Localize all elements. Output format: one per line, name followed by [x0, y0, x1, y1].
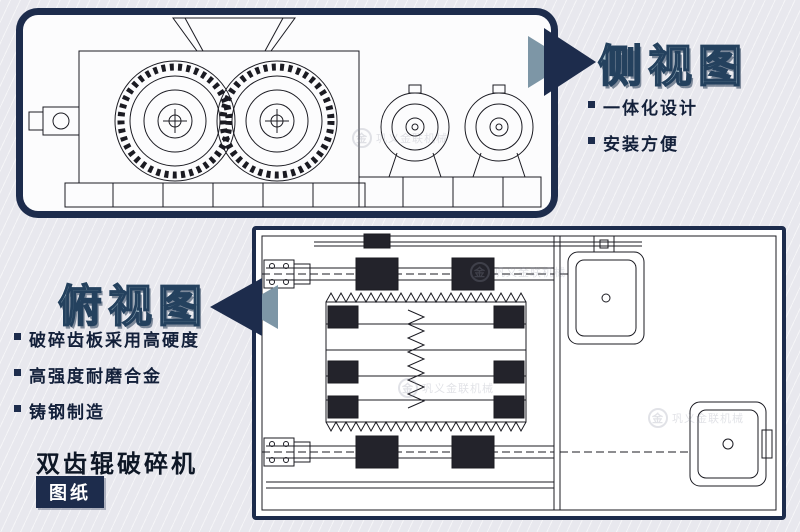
feature-text: 安装方便 [603, 135, 679, 154]
side-feature-2: 安装方便 [588, 130, 679, 155]
bullet-square-icon [14, 333, 21, 340]
watermark: 金 巩义金联机械 [352, 128, 448, 148]
top-feature-3: 铸钢制造 [14, 398, 105, 423]
side-view-title: 侧视图 [597, 41, 748, 92]
bullet-square-icon [14, 369, 21, 376]
bullet-square-icon [14, 405, 21, 412]
watermark-text: 巩义金联机械 [494, 267, 566, 279]
top-feature-1: 破碎齿板采用高硬度 [14, 326, 200, 351]
watermark: 金 巩义金联机械 [470, 262, 566, 282]
watermark-logo-icon: 金 [470, 262, 490, 282]
side-view-drawing [28, 17, 542, 208]
watermark-text: 巩义金联机械 [422, 383, 494, 395]
top-view-title: 俯视图 [57, 281, 208, 332]
feature-text: 铸钢制造 [29, 403, 105, 422]
watermark-text: 巩义金联机械 [376, 133, 448, 145]
side-feature-1: 一体化设计 [588, 94, 698, 119]
top-feature-2: 高强度耐磨合金 [14, 362, 162, 387]
side-view-arrow-icon [528, 28, 598, 96]
top-view-arrow-icon [210, 278, 278, 336]
feature-text: 破碎齿板采用高硬度 [29, 331, 200, 350]
product-tag-badge: 图纸 [36, 476, 104, 508]
watermark-logo-icon: 金 [352, 128, 372, 148]
side-view-panel [16, 8, 558, 218]
watermark-text: 巩义金联机械 [672, 413, 744, 425]
watermark-logo-icon: 金 [398, 378, 418, 398]
bullet-square-icon [588, 101, 595, 108]
top-view-panel [252, 226, 786, 520]
product-name: 双齿辊破碎机 [36, 451, 198, 478]
side-view-drawing-area [23, 15, 551, 211]
watermark-logo-icon: 金 [648, 408, 668, 428]
feature-text: 高强度耐磨合金 [29, 367, 162, 386]
bullet-square-icon [588, 137, 595, 144]
top-view-drawing [261, 233, 777, 511]
watermark: 金 巩义金联机械 [648, 408, 744, 428]
feature-text: 一体化设计 [603, 99, 698, 118]
watermark: 金 巩义金联机械 [398, 378, 494, 398]
